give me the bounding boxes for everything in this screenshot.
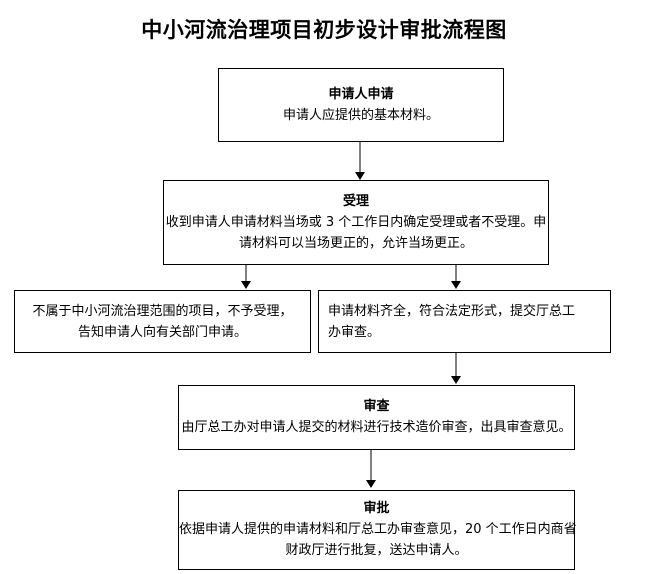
flow-node-approve-heading: 审批 bbox=[363, 501, 390, 516]
flow-node-apply: 申请人申请 申请人应提供的基本材料。 bbox=[218, 68, 504, 142]
flow-node-reject-line-1: 不属于中小河流治理范围的项目，不予受理， bbox=[32, 303, 293, 319]
flow-node-accept-line-2: 请材料可以当场更正的，允许当场更正。 bbox=[238, 235, 473, 251]
arrowhead-down-icon-forward-to-review bbox=[451, 376, 461, 384]
flow-node-approve-line-2: 财政厅进行批复，送达申请人。 bbox=[285, 543, 468, 558]
arrowhead-down-icon-accept-to-forward bbox=[451, 281, 461, 289]
flow-node-forward-line-1: 申请材料齐全，符合法定形式，提交厅总工 bbox=[328, 303, 576, 319]
flow-node-review-heading: 审查 bbox=[363, 399, 390, 414]
connector-forward-to-review bbox=[455, 353, 457, 377]
flow-node-accept-heading: 受理 bbox=[342, 193, 369, 209]
flow-node-forward: 申请材料齐全，符合法定形式，提交厅总工 办审查。 bbox=[318, 290, 611, 353]
page-title: 中小河流治理项目初步设计审批流程图 bbox=[141, 18, 507, 42]
flow-node-review-line-1: 由厅总工办对申请人提交的材料进行技术造价审查，出具审查意见。 bbox=[181, 420, 572, 435]
arrowhead-down-icon-review-to-approve bbox=[366, 480, 376, 488]
flow-node-review: 审查 由厅总工办对申请人提交的材料进行技术造价审查，出具审查意见。 bbox=[178, 385, 575, 450]
flow-node-reject: 不属于中小河流治理范围的项目，不予受理， 告知申请人向有关部门申请。 bbox=[14, 290, 311, 353]
connector-apply-to-accept bbox=[359, 142, 361, 173]
connector-review-to-approve bbox=[370, 450, 372, 481]
flow-node-approve: 审批 依据申请人提供的申请材料和厅总工办审查意见，20 个工作日内商省 财政厅进… bbox=[178, 490, 577, 570]
arrowhead-down-icon-apply-to-accept bbox=[355, 172, 365, 180]
connector-accept-to-reject bbox=[245, 265, 247, 282]
flow-node-accept-line-1: 收到申请人申请材料当场或 3 个工作日内确定受理或者不受理。申 bbox=[165, 214, 547, 230]
flow-node-apply-heading: 申请人申请 bbox=[328, 86, 394, 102]
connector-accept-to-forward bbox=[455, 265, 457, 282]
flow-node-accept: 受理 收到申请人申请材料当场或 3 个工作日内确定受理或者不受理。申 请材料可以… bbox=[163, 180, 549, 265]
flow-node-approve-line-1: 依据申请人提供的申请材料和厅总工办审查意见，20 个工作日内商省 bbox=[179, 522, 577, 537]
flow-node-reject-line-2: 告知申请人向有关部门申请。 bbox=[77, 324, 247, 340]
flow-node-apply-line-1: 申请人应提供的基本材料。 bbox=[282, 107, 439, 123]
arrowhead-down-icon-accept-to-reject bbox=[241, 281, 251, 289]
flow-node-forward-line-2: 办审查。 bbox=[328, 324, 381, 340]
